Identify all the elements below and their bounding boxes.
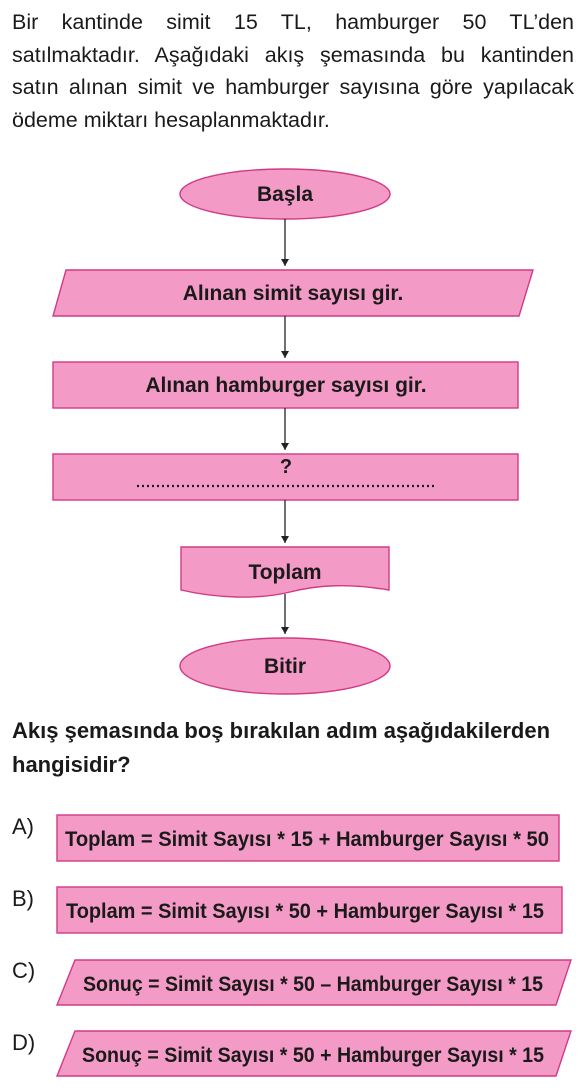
- option-b-letter[interactable]: B): [12, 886, 34, 911]
- option-b-text: Toplam = Simit Sayısı * 50 + Hamburger S…: [66, 900, 544, 923]
- flow-input-simit: Alınan simit sayısı gir.: [52, 269, 534, 317]
- flow-end-terminal: Bitir: [179, 637, 391, 695]
- option-a-text: Toplam = Simit Sayısı * 15 + Hamburger S…: [65, 828, 549, 851]
- flow-output-document: Toplam: [180, 546, 390, 598]
- flow-missing-mark: ?: [280, 456, 292, 478]
- option-c-letter[interactable]: C): [12, 958, 36, 983]
- option-d-box[interactable]: Sonuç = Simit Sayısı * 50 + Hamburger Sa…: [55, 1030, 572, 1077]
- flow-input-hamburger-label: Alınan hamburger sayısı gir.: [145, 374, 426, 397]
- question-text: Akış şemasında boş bırakılan adım aşağıd…: [12, 718, 551, 777]
- option-a-box[interactable]: Toplam = Simit Sayısı * 15 + Hamburger S…: [56, 814, 560, 862]
- flow-end-label: Bitir: [264, 655, 306, 678]
- intro-paragraph: Bir kantinde simit 15 TL, hamburger 50 T…: [12, 10, 574, 132]
- option-b-box[interactable]: Toplam = Simit Sayısı * 50 + Hamburger S…: [56, 886, 563, 934]
- option-c-box[interactable]: Sonuç = Simit Sayısı * 50 – Hamburger Sa…: [55, 959, 572, 1006]
- flow-missing-step: ?: [52, 453, 519, 501]
- option-c-text: Sonuç = Simit Sayısı * 50 – Hamburger Sa…: [83, 973, 543, 996]
- option-a-letter[interactable]: A): [12, 814, 34, 839]
- option-d-text: Sonuç = Simit Sayısı * 50 + Hamburger Sa…: [82, 1044, 544, 1067]
- flow-input-hamburger: Alınan hamburger sayısı gir.: [52, 361, 519, 409]
- flow-output-label: Toplam: [248, 561, 321, 584]
- flow-input-simit-label: Alınan simit sayısı gir.: [183, 282, 404, 305]
- flow-start-label: Başla: [257, 183, 313, 206]
- flow-start-terminal: Başla: [179, 168, 391, 220]
- option-d-letter[interactable]: D): [12, 1030, 36, 1055]
